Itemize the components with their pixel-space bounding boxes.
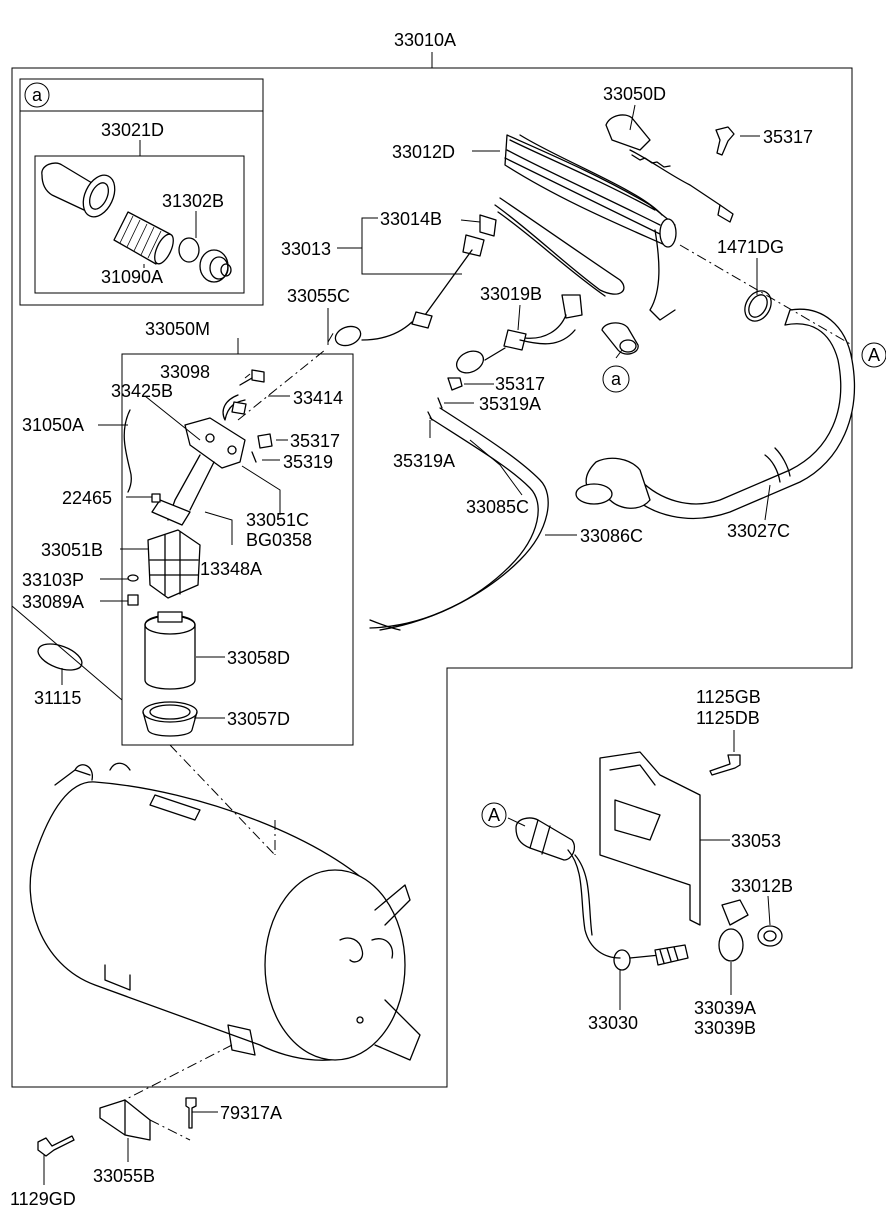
label-1471DG: 1471DG xyxy=(717,237,784,257)
label-33010A: 33010A xyxy=(394,30,456,50)
filler-neck-33012D xyxy=(504,134,677,321)
bolt-79317A xyxy=(185,1097,197,1129)
label-33039A: 33039A xyxy=(694,998,756,1018)
label-33014B: 33014B xyxy=(380,209,442,229)
callout-circle-a xyxy=(602,365,630,393)
label-33098: 33098 xyxy=(160,362,210,382)
label-35317-top: 35317 xyxy=(763,127,813,147)
label-33050M: 33050M xyxy=(145,319,210,339)
label-a-box: a xyxy=(32,85,43,105)
label-33050D: 33050D xyxy=(603,84,666,104)
label-a-circle: a xyxy=(611,369,622,389)
label-33019B: 33019B xyxy=(480,284,542,304)
main-outline xyxy=(11,67,853,1088)
label-79317A: 79317A xyxy=(220,1103,282,1123)
label-33058D: 33058D xyxy=(227,648,290,668)
o-ring-31302B xyxy=(178,237,200,263)
label-35319: 35319 xyxy=(283,452,333,472)
label-33086C: 33086C xyxy=(580,526,643,546)
leader-lines xyxy=(43,104,771,1185)
hose-loop xyxy=(494,197,625,297)
label-33055C: 33055C xyxy=(287,286,350,306)
label-33051C: 33051C xyxy=(246,510,309,530)
label-33030: 33030 xyxy=(588,1013,638,1033)
label-31115: 31115 xyxy=(34,688,81,708)
label-33012D: 33012D xyxy=(392,142,455,162)
label-35319A-low: 35319A xyxy=(393,451,455,471)
bracket-33053 xyxy=(599,751,701,926)
label-A-right: A xyxy=(868,345,880,365)
strap-bracket-33055B xyxy=(99,1099,151,1141)
label-BG0358: BG0358 xyxy=(246,530,312,550)
pump-body-33051B xyxy=(147,529,201,599)
label-35317-left: 35317 xyxy=(290,431,340,451)
connector-33098 xyxy=(251,369,265,383)
filter-33058D xyxy=(144,611,196,690)
bolt-1125GB xyxy=(709,754,741,776)
label-33085C: 33085C xyxy=(466,497,529,517)
cup-33057D xyxy=(142,701,198,737)
label-35319A-mid: 35319A xyxy=(479,394,541,414)
grommet-33012B xyxy=(757,925,783,947)
label-33039B: 33039B xyxy=(694,1018,756,1038)
label-33057D: 33057D xyxy=(227,709,290,729)
nut-33089A xyxy=(127,594,139,606)
label-31302B: 31302B xyxy=(162,191,224,211)
callout-circle-A-lower xyxy=(481,802,507,828)
seal-33103P xyxy=(127,574,139,582)
ring-35319A-mid xyxy=(437,397,443,409)
hose-31050A xyxy=(123,409,132,493)
neck-assembly-33030 xyxy=(515,817,689,971)
label-35317-mid: 35317 xyxy=(495,374,545,394)
filter-element-31090A xyxy=(113,211,174,265)
fitting-35317-left xyxy=(257,433,273,449)
bolt-35317-top xyxy=(715,126,735,156)
label-33425B: 33425B xyxy=(111,381,173,401)
clip-22465 xyxy=(151,493,161,503)
clamp-1471DG xyxy=(744,290,772,322)
filter-cap xyxy=(199,249,232,283)
label-33103P: 33103P xyxy=(22,570,84,590)
label-33027C: 33027C xyxy=(727,521,790,541)
label-31090A: 31090A xyxy=(101,267,163,287)
bolt-1129GD xyxy=(37,1135,75,1157)
label-1125GB: 1125GB xyxy=(696,687,761,707)
cap-33039A xyxy=(718,899,749,962)
label-33021D: 33021D xyxy=(101,120,164,140)
label-13348A: 13348A xyxy=(200,559,262,579)
label-33414: 33414 xyxy=(293,388,343,408)
label-1125DB: 1125DB xyxy=(696,708,760,728)
fill-hose-33027C xyxy=(575,308,856,519)
sender-33019B xyxy=(455,294,583,374)
inset-box-a xyxy=(19,78,264,306)
label-22465: 22465 xyxy=(62,488,112,508)
callout-circle-A-right xyxy=(861,342,886,368)
bolt-35317-mid xyxy=(447,377,463,391)
filter-cup-33021D xyxy=(41,162,116,218)
label-33055B: 33055B xyxy=(93,1166,155,1186)
label-A-lower: A xyxy=(488,805,500,825)
valve-part-a xyxy=(601,322,639,355)
fuel-tank xyxy=(29,762,421,1061)
label-1129GD: 1129GD xyxy=(10,1189,76,1209)
pump-flange xyxy=(151,417,246,526)
callout-circle-a-box xyxy=(24,82,50,108)
ring-35319 xyxy=(251,451,257,463)
label-33089A: 33089A xyxy=(22,592,84,612)
filler-cap-33050D xyxy=(605,114,734,223)
label-31050A: 31050A xyxy=(22,415,84,435)
sender-33013 xyxy=(334,214,497,347)
label-33013: 33013 xyxy=(281,239,331,259)
label-33051B: 33051B xyxy=(41,540,103,560)
gasket-31115 xyxy=(37,643,83,671)
label-33012B: 33012B xyxy=(731,876,793,896)
label-33053: 33053 xyxy=(731,831,781,851)
fuel-lines xyxy=(369,407,549,631)
